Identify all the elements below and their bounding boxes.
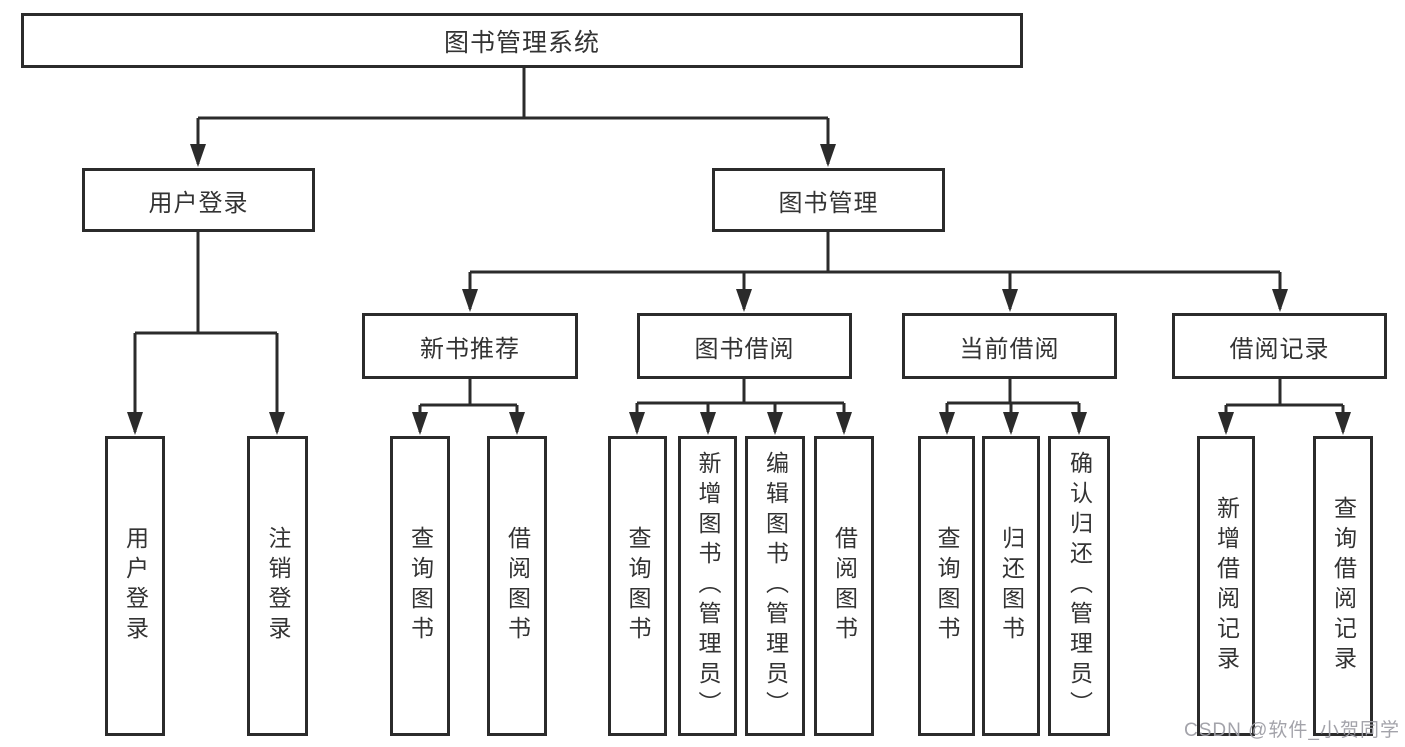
node-label: 借阅图书	[504, 526, 531, 646]
node-book-management: 图书管理	[712, 168, 945, 232]
node-leaf-return-book: 归还图书	[982, 436, 1040, 736]
node-new-book-recommend: 新书推荐	[362, 313, 578, 379]
csdn-watermark: CSDN @软件_小贺同学	[1184, 720, 1400, 741]
node-leaf-add-book-admin: 新增图书（管理员）	[678, 436, 737, 736]
node-user-login: 用户登录	[82, 168, 315, 232]
node-label: 查询图书	[625, 526, 651, 646]
node-leaf-query-books-current: 查询图书	[918, 436, 975, 736]
node-label: 新增借阅记录	[1213, 496, 1240, 676]
node-label: 确认归还（管理员）	[1066, 451, 1093, 721]
node-leaf-logout: 注销登录	[247, 436, 308, 736]
node-leaf-query-books-borrow: 查询图书	[608, 436, 667, 736]
node-leaf-borrow-book: 借阅图书	[814, 436, 874, 736]
node-label: 查询图书	[407, 526, 434, 646]
node-leaf-user-login: 用户登录	[105, 436, 165, 736]
node-label: 新书推荐	[420, 335, 520, 363]
node-leaf-query-books-recommend: 查询图书	[390, 436, 450, 736]
node-label: 图书管理系统	[443, 28, 600, 57]
node-label: 用户登录	[122, 526, 149, 646]
node-label: 查询借阅记录	[1330, 496, 1357, 676]
node-leaf-confirm-return-admin: 确认归还（管理员）	[1048, 436, 1110, 736]
node-current-borrow: 当前借阅	[902, 313, 1117, 379]
node-label: 图书借阅	[694, 335, 795, 363]
node-leaf-query-borrow-record: 查询借阅记录	[1313, 436, 1373, 736]
node-book-borrow: 图书借阅	[637, 313, 852, 379]
node-label: 新增图书（管理员）	[695, 451, 721, 721]
node-label: 图书管理	[778, 189, 879, 217]
node-label: 编辑图书（管理员）	[762, 451, 789, 721]
node-leaf-borrow-book-recommend: 借阅图书	[487, 436, 547, 736]
node-leaf-edit-book-admin: 编辑图书（管理员）	[745, 436, 805, 736]
node-library-management-system: 图书管理系统	[21, 13, 1023, 68]
node-label: 借阅记录	[1229, 335, 1330, 363]
node-leaf-add-borrow-record: 新增借阅记录	[1197, 436, 1255, 736]
node-label: 借阅图书	[831, 526, 858, 646]
node-label: 归还图书	[998, 526, 1025, 646]
node-borrow-records: 借阅记录	[1172, 313, 1387, 379]
node-label: 查询图书	[934, 526, 960, 646]
node-label: 当前借阅	[959, 335, 1060, 363]
node-label: 用户登录	[148, 189, 249, 217]
node-label: 注销登录	[265, 526, 291, 646]
